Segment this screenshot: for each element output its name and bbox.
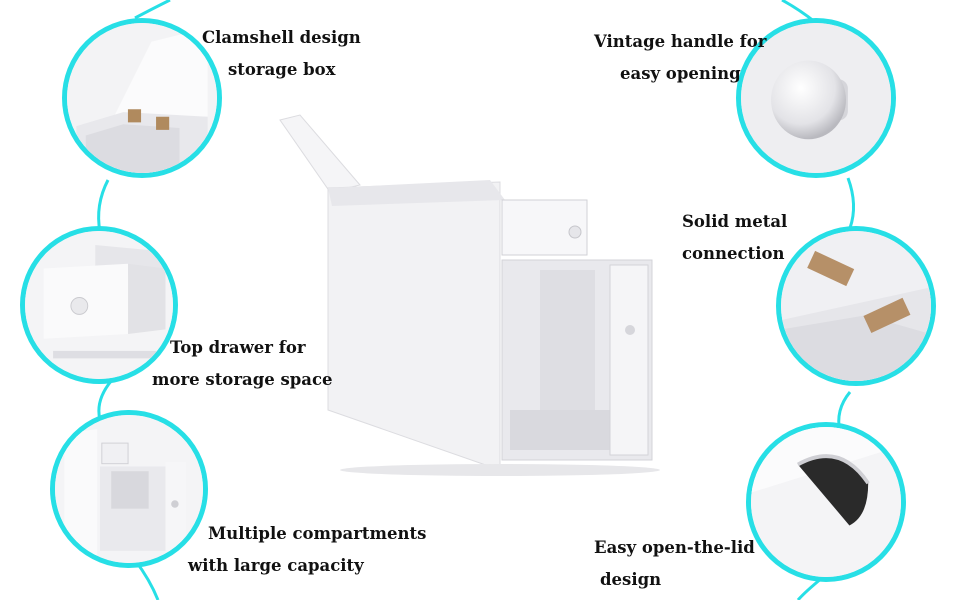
lid-hole-icon bbox=[751, 427, 901, 577]
callout-clamshell: Clamshell design storage box bbox=[202, 22, 361, 86]
callout-handle-line1: Vintage handle for bbox=[594, 32, 767, 51]
callout-lid: Easy open-the-lid design bbox=[594, 532, 755, 596]
callout-lid-line2: design bbox=[600, 570, 662, 589]
metal-detail-circle bbox=[776, 226, 936, 386]
drawer-detail-circle bbox=[20, 226, 178, 384]
handle-detail-circle bbox=[736, 18, 896, 178]
product-cabinet-image bbox=[279, 114, 660, 476]
callout-metal: Solid metal connection bbox=[682, 206, 787, 270]
lid-detail-circle bbox=[746, 422, 906, 582]
callout-drawer-line1: Top drawer for bbox=[170, 338, 306, 357]
knob-handle-icon bbox=[741, 23, 891, 173]
compartments-icon bbox=[55, 415, 203, 563]
compartments-detail-circle bbox=[50, 410, 208, 568]
callout-compartments-line2: with large capacity bbox=[188, 556, 364, 575]
metal-hinge-icon bbox=[781, 231, 931, 381]
callout-metal-line1: Solid metal bbox=[682, 212, 788, 231]
clamshell-box-icon bbox=[67, 23, 217, 173]
callout-handle: Vintage handle for easy opening bbox=[594, 26, 766, 90]
clamshell-detail-circle bbox=[62, 18, 222, 178]
callout-drawer-line2: more storage space bbox=[152, 370, 333, 389]
callout-metal-line2: connection bbox=[682, 244, 785, 263]
callout-compartments: Multiple compartments with large capacit… bbox=[188, 518, 426, 582]
callout-compartments-line1: Multiple compartments bbox=[208, 524, 427, 543]
callout-handle-line2: easy opening bbox=[620, 64, 741, 83]
drawer-icon bbox=[25, 231, 173, 379]
callout-clamshell-line2: storage box bbox=[228, 60, 336, 79]
callout-lid-line1: Easy open-the-lid bbox=[594, 538, 755, 557]
callout-clamshell-line1: Clamshell design bbox=[202, 28, 361, 47]
callout-drawer: Top drawer for more storage space bbox=[152, 332, 333, 396]
